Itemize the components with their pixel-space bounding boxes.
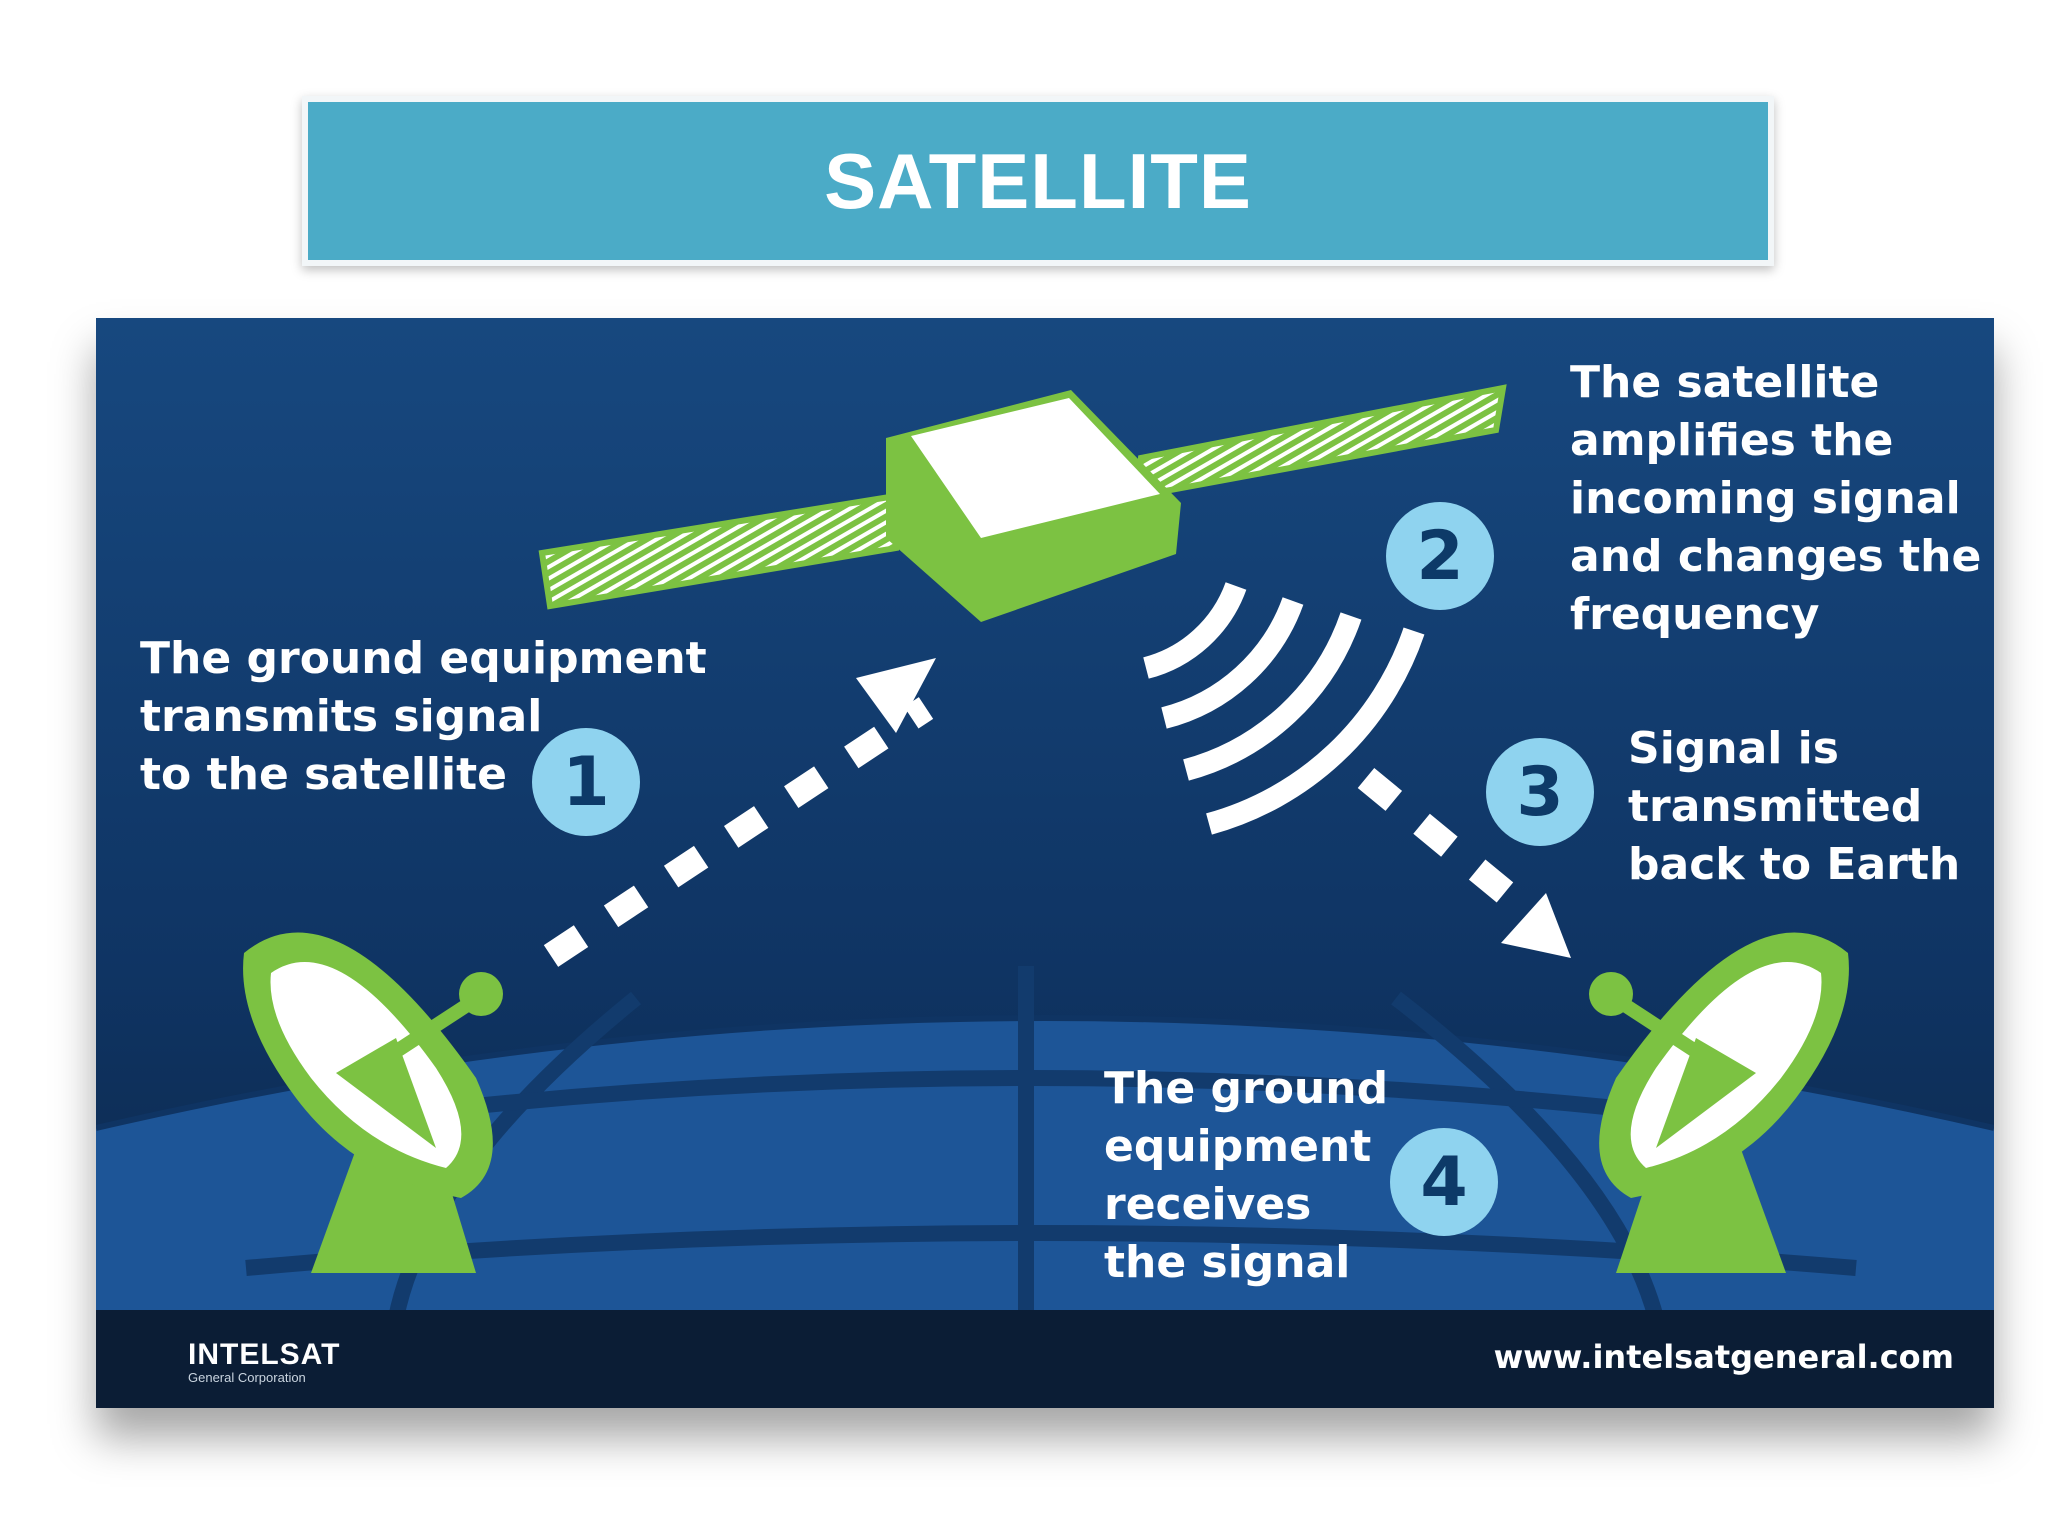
step-3-badge: 3 xyxy=(1486,738,1594,846)
website-url: www.intelsatgeneral.com xyxy=(1493,1338,1954,1376)
step-2-caption: The satellite amplifies the incoming sig… xyxy=(1570,357,1982,640)
title-banner: SATELLITE xyxy=(302,96,1774,266)
ground-dish-right-icon xyxy=(1589,932,1849,1273)
step-2-badge: 2 xyxy=(1386,502,1494,610)
page-title: SATELLITE xyxy=(824,136,1252,225)
logo-name: INTELSAT xyxy=(188,1338,341,1371)
step-4-badge: 4 xyxy=(1390,1128,1498,1236)
logo-tagline: General Corporation xyxy=(188,1370,306,1385)
step-4-caption: The ground equipment receives the signal xyxy=(1104,1063,1389,1288)
step-3-caption: Signal is transmitted back to Earth xyxy=(1628,723,1961,890)
downlink-arrow xyxy=(1357,767,1571,958)
satellite-icon xyxy=(538,384,1507,622)
satellite-infographic: The ground equipment transmits signal to… xyxy=(96,318,1994,1408)
step-1-caption: The ground equipment transmits signal to… xyxy=(140,633,707,800)
step-1-badge: 1 xyxy=(532,728,640,836)
signal-waves-icon xyxy=(1143,582,1425,835)
uplink-arrow xyxy=(543,658,936,967)
footer-bar: INTELSAT General Corporation www.intelsa… xyxy=(96,1310,1994,1408)
ground-dish-left-icon xyxy=(243,932,503,1273)
